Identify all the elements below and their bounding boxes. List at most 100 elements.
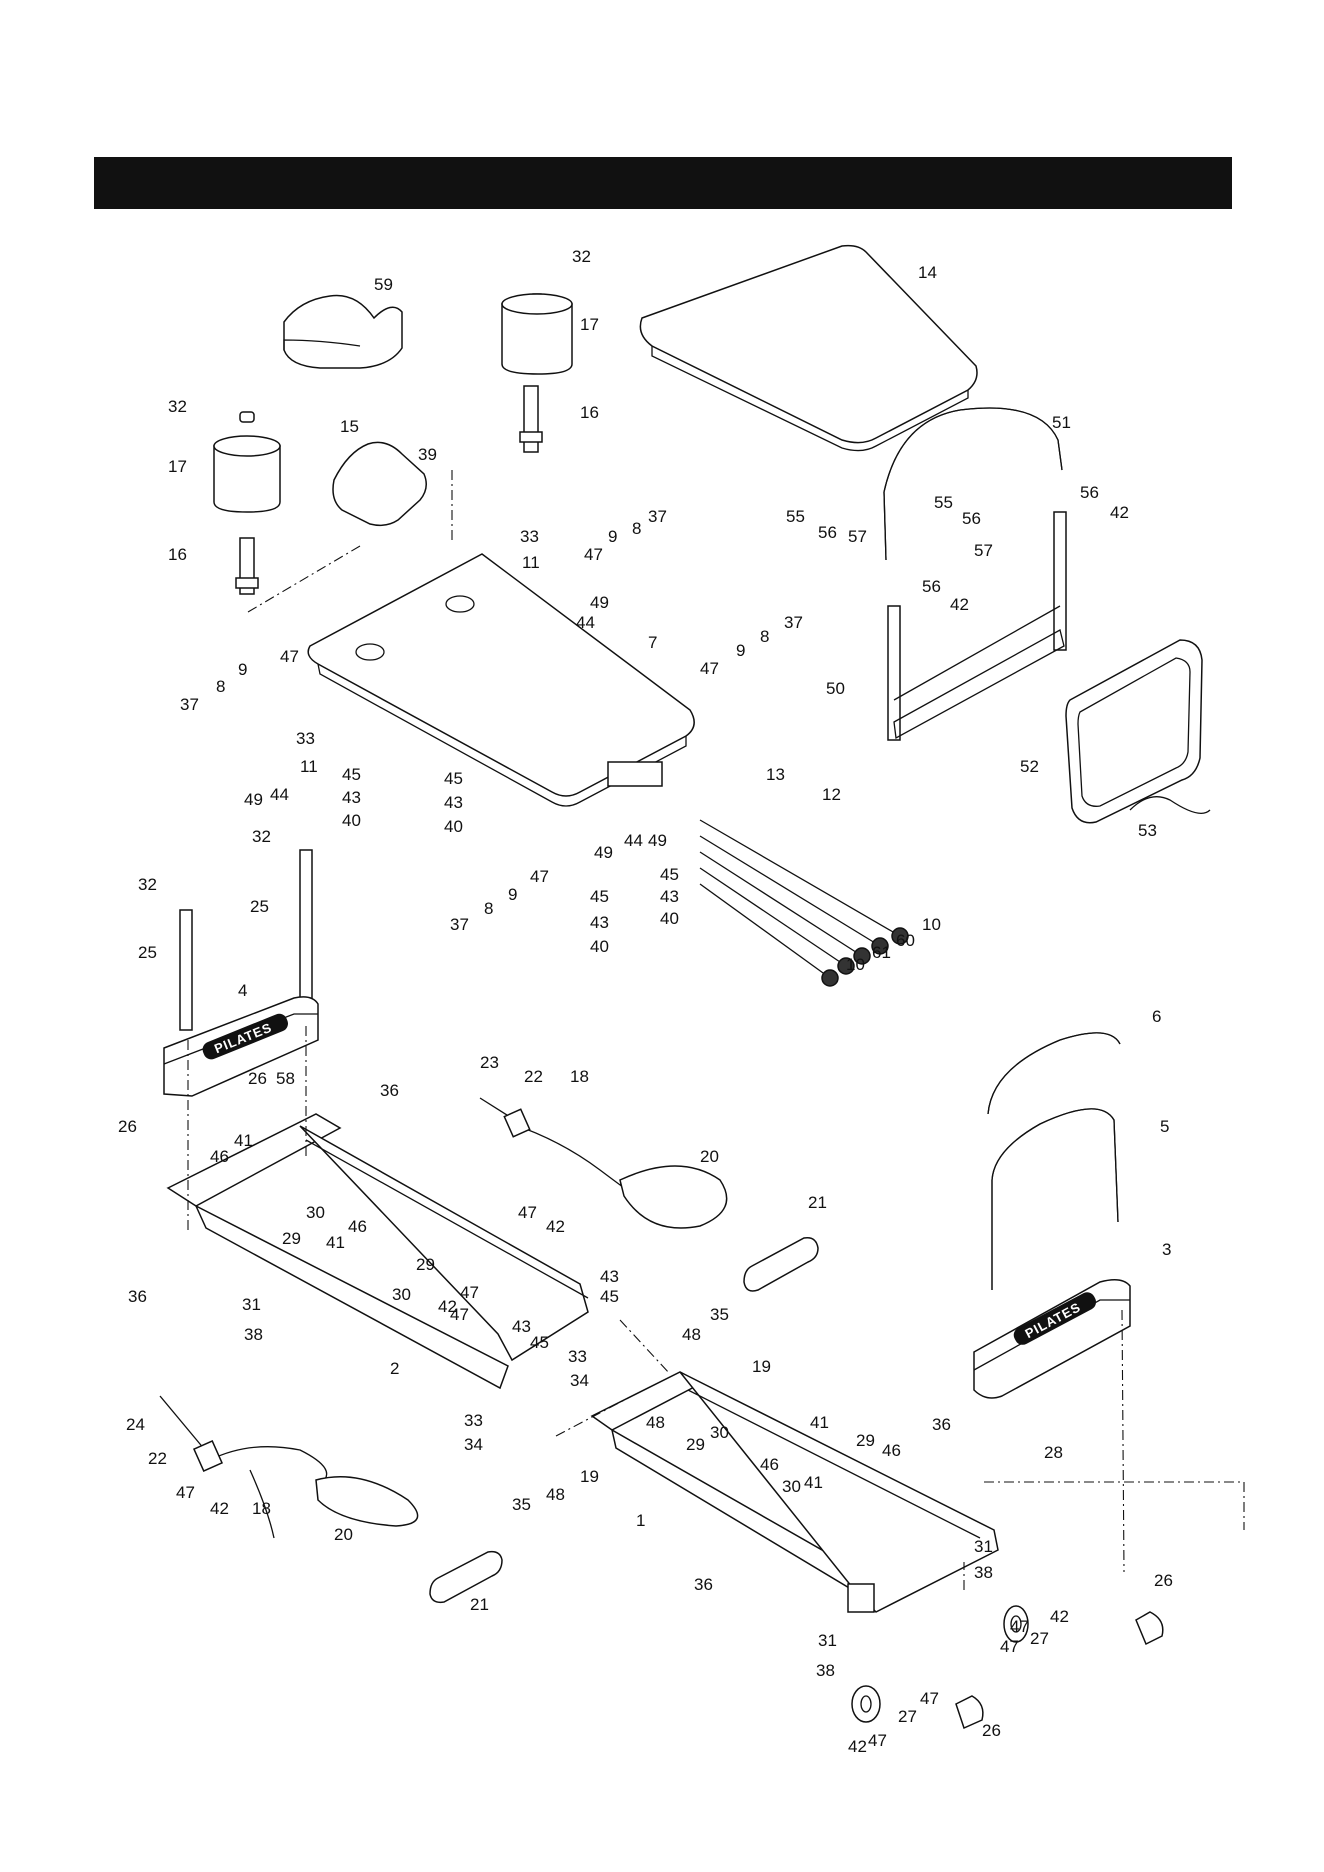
- part-number-label: 27: [898, 1707, 917, 1726]
- part-number-label: 5: [1160, 1117, 1169, 1136]
- part-number-label: 40: [590, 937, 609, 956]
- part-number-label: 43: [512, 1317, 531, 1336]
- part-number-label: 42: [1110, 503, 1129, 522]
- part-number-label: 29: [686, 1435, 705, 1454]
- part-number-label: 45: [660, 865, 679, 884]
- part-number-label: 44: [576, 613, 595, 632]
- part-number-label: 8: [484, 899, 493, 918]
- rear-frame: [166, 1113, 589, 1390]
- part-number-label: 46: [760, 1455, 779, 1474]
- part-number-label: 2: [390, 1359, 399, 1378]
- part-number-label: 57: [974, 541, 993, 560]
- part-number-label: 47: [518, 1203, 537, 1222]
- part-number-label: 48: [546, 1485, 565, 1504]
- part-number-label: 37: [648, 507, 667, 526]
- part-number-label: 32: [252, 827, 271, 846]
- part-number-label: 12: [822, 785, 841, 804]
- part-number-label: 19: [580, 1467, 599, 1486]
- part-number-label: 30: [710, 1423, 729, 1442]
- part-number-label: 41: [326, 1233, 345, 1252]
- part-number-label: 22: [524, 1067, 543, 1086]
- part-number-label: 48: [646, 1413, 665, 1432]
- part-number-label: 33: [568, 1347, 587, 1366]
- foot-roller-left: [213, 411, 281, 595]
- part-number-label: 43: [444, 793, 463, 812]
- part-number-label: 52: [1020, 757, 1039, 776]
- part-number-label: 43: [600, 1267, 619, 1286]
- part-number-label: 8: [216, 677, 225, 696]
- foot-block: PILATES: [163, 996, 319, 1097]
- knob-left: [955, 1695, 984, 1730]
- part-number-label: 32: [572, 247, 591, 266]
- part-number-label: 18: [570, 1067, 589, 1086]
- part-number-label: 33: [520, 527, 539, 546]
- part-number-label: 44: [270, 785, 289, 804]
- part-number-label: 42: [950, 595, 969, 614]
- part-number-label: 45: [590, 887, 609, 906]
- part-number-label: 26: [1154, 1571, 1173, 1590]
- part-number-label: 38: [974, 1563, 993, 1582]
- part-number-label: 45: [600, 1287, 619, 1306]
- part-number-label: 43: [660, 887, 679, 906]
- part-number-label: 32: [168, 397, 187, 416]
- part-number-label: 47: [280, 647, 299, 666]
- part-number-label: 60: [896, 931, 915, 950]
- wheel-left: [851, 1685, 881, 1723]
- part-number-label: 42: [438, 1297, 457, 1316]
- part-number-label: 61: [872, 943, 891, 962]
- front-base-block: PILATES: [973, 1279, 1131, 1399]
- arch-bar: [883, 407, 1063, 561]
- part-number-label: 11: [522, 553, 540, 572]
- part-number-label: 58: [276, 1069, 295, 1088]
- wheel-right: [1003, 1605, 1029, 1643]
- part-number-label: 17: [168, 457, 187, 476]
- part-number-label: 18: [252, 1499, 271, 1518]
- support-poles: [179, 849, 313, 1031]
- header-bar: [94, 157, 1232, 209]
- part-number-label: 59: [374, 275, 393, 294]
- part-number-label: 22: [148, 1449, 167, 1468]
- part-number-label: 46: [348, 1217, 367, 1236]
- part-number-label: 49: [590, 593, 609, 612]
- part-number-label: 9: [238, 660, 247, 679]
- part-number-label: 37: [450, 915, 469, 934]
- part-number-label: 42: [1050, 1607, 1069, 1626]
- part-number-label: 7: [648, 633, 657, 652]
- part-number-label: 49: [594, 843, 613, 862]
- handle-frame: [887, 511, 1067, 741]
- part-number-label: 11: [300, 757, 318, 776]
- hand-strap-lower: [159, 1395, 419, 1539]
- knob-right: [1135, 1611, 1164, 1646]
- foot-roller-upper: [501, 293, 573, 453]
- part-number-label: 56: [922, 577, 941, 596]
- part-number-label: 30: [306, 1203, 325, 1222]
- part-number-label: 42: [210, 1499, 229, 1518]
- part-number-label: 47: [1000, 1637, 1019, 1656]
- part-number-label: 29: [282, 1229, 301, 1248]
- part-number-label: 47: [460, 1283, 479, 1302]
- part-number-label: 32: [138, 875, 157, 894]
- part-number-label: 3: [1162, 1240, 1171, 1259]
- part-number-label: 55: [786, 507, 805, 526]
- part-number-label: 47: [530, 867, 549, 886]
- part-number-label: 9: [508, 885, 517, 904]
- part-number-label: 25: [250, 897, 269, 916]
- part-number-label: 40: [444, 817, 463, 836]
- part-number-label: 47: [584, 545, 603, 564]
- carriage-plate: [307, 553, 695, 807]
- part-number-label: 43: [590, 913, 609, 932]
- part-number-label: 10: [922, 915, 941, 934]
- part-number-label: 25: [138, 943, 157, 962]
- part-number-label: 38: [244, 1325, 263, 1344]
- part-number-label: 20: [334, 1525, 353, 1544]
- part-number-label: 47: [700, 659, 719, 678]
- part-number-label: 29: [856, 1431, 875, 1450]
- part-number-label: 37: [784, 613, 803, 632]
- part-number-label: 23: [480, 1053, 499, 1072]
- part-number-label: 35: [512, 1495, 531, 1514]
- part-number-label: 38: [816, 1661, 835, 1680]
- part-number-label: 6: [1152, 1007, 1161, 1026]
- part-number-label: 14: [918, 263, 937, 282]
- part-number-label: 4: [238, 981, 247, 1000]
